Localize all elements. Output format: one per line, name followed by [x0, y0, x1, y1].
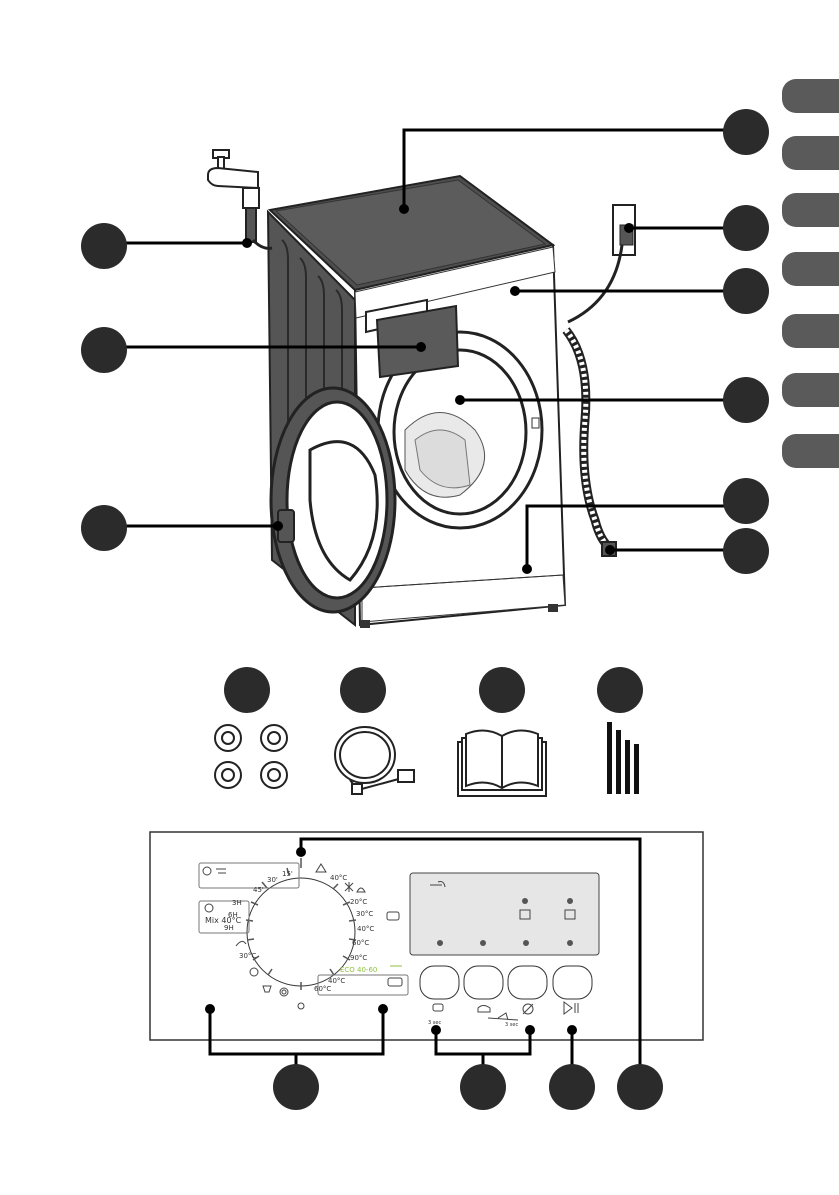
- label-30min: 30': [267, 876, 278, 884]
- label-45min: 45': [253, 886, 264, 894]
- machine-foot: [548, 604, 558, 612]
- callout-bubble-service-cover: [723, 478, 769, 524]
- callout-bubble-drain-hose: [723, 528, 769, 574]
- label-30c: 30°C: [239, 952, 256, 960]
- temperature-button[interactable]: [420, 966, 459, 999]
- callout-bubble-top-panel: [723, 109, 769, 155]
- door-lock-led: [522, 898, 528, 904]
- language-tab[interactable]: [782, 136, 839, 170]
- language-tab[interactable]: [782, 314, 839, 348]
- language-tab[interactable]: [782, 79, 839, 113]
- label-15min: 15': [282, 870, 293, 878]
- language-tab[interactable]: [782, 193, 839, 227]
- label-right-40c-b: 40°C: [357, 925, 374, 933]
- label-right-20c: 20°C: [350, 898, 367, 906]
- label-right-60c-a: 60°C: [352, 939, 369, 947]
- callout-bubble-start-button: [549, 1064, 595, 1110]
- label-right-40c-c: 40°C: [328, 977, 345, 985]
- callout-bubble-display: [617, 1064, 663, 1110]
- label-9h: 9H: [224, 924, 234, 932]
- callout-bubble-program-knob: [273, 1064, 319, 1110]
- options-button[interactable]: [508, 966, 547, 999]
- callout-bubble-transport-caps: [224, 667, 270, 713]
- lock-hold-note: 3 sec: [505, 1022, 518, 1028]
- label-eco-40-60: ECO 40-60: [340, 966, 377, 974]
- temp-hold-note: 3 sec: [428, 1020, 441, 1026]
- start-pause-button[interactable]: [553, 966, 592, 999]
- label-right-40c-a: 40°C: [330, 874, 347, 882]
- spin-button[interactable]: [464, 966, 503, 999]
- washing-machine-illustration: [208, 150, 635, 628]
- language-tab[interactable]: [782, 252, 839, 286]
- callout-bubble-labels: [597, 667, 643, 713]
- callout-bubble-door-handle: [81, 505, 127, 551]
- machine-foot: [360, 620, 370, 628]
- callout-bubble-detergent-drawer: [81, 327, 127, 373]
- language-tab[interactable]: [782, 434, 839, 468]
- callout-bubble-drum: [723, 377, 769, 423]
- callout-bubble-inlet-hose: [81, 223, 127, 269]
- label-3h: 3H: [232, 899, 242, 907]
- callout-bubble-option-buttons: [460, 1064, 506, 1110]
- language-tab[interactable]: [782, 373, 839, 407]
- power-cord: [568, 245, 622, 322]
- callout-bubble-control-panel: [723, 268, 769, 314]
- manual-book-icon: [458, 730, 546, 796]
- label-right-90c: 90°C: [350, 954, 367, 962]
- inlet-hose-icon: [335, 727, 414, 794]
- program-dial[interactable]: [247, 878, 355, 986]
- label-strips-icon: [607, 722, 639, 794]
- label-right-30c: 30°C: [356, 910, 373, 918]
- drain-hose: [566, 330, 610, 548]
- child-lock-led: [567, 898, 573, 904]
- label-right-60c-b: 60°C: [314, 985, 331, 993]
- accessory-bubbles: [224, 667, 643, 713]
- callout-bubble-manual: [479, 667, 525, 713]
- water-tap: [208, 150, 259, 242]
- callout-bubble-hose: [340, 667, 386, 713]
- callout-bubble-power-plug: [723, 205, 769, 251]
- transport-caps-icon: [215, 725, 287, 788]
- panel-callout-bubbles: [273, 1064, 663, 1110]
- label-6h: 6H: [228, 911, 238, 919]
